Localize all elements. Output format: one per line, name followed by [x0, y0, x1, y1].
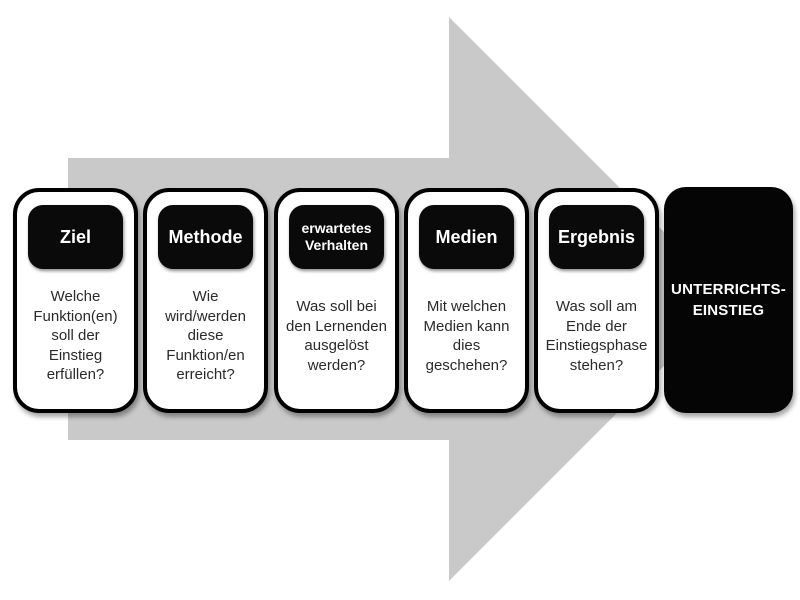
card-title-badge-medien: Medien [419, 205, 514, 269]
stage-card-methode: Methode Wie wird/werden diese Funktion/e… [143, 188, 268, 413]
card-title-badge-ziel: Ziel [28, 205, 123, 269]
card-title: Ergebnis [557, 227, 636, 247]
result-card-title: UNTERRICHTS- EINSTIEG [671, 281, 786, 319]
card-title: Methode [168, 227, 243, 247]
card-question-ergebnis: Was soll am Ende der Einstiegsphase steh… [545, 298, 648, 374]
result-card-unterrichtseinstieg: UNTERRICHTS- EINSTIEG [664, 187, 793, 413]
card-question-methode: Wie wird/werden diese Funktion/en erreic… [165, 288, 246, 384]
stage-card-erwartetes-verhalten: erwartetes Verhalten Was soll bei den Le… [274, 188, 399, 413]
card-title-badge-ergebnis: Ergebnis [549, 205, 644, 269]
card-question-ziel: Welche Funktion(en) soll der Einstieg er… [33, 288, 118, 384]
card-title-badge-erwartetes-verhalten: erwartetes Verhalten [289, 205, 384, 269]
stage-card-ziel: Ziel Welche Funktion(en) soll der Einsti… [13, 188, 138, 413]
card-title: Medien [435, 227, 498, 247]
stage-card-ergebnis: Ergebnis Was soll am Ende der Einstiegsp… [534, 188, 659, 413]
card-title: Ziel [59, 227, 91, 247]
card-title: erwartetes Verhalten [301, 220, 372, 253]
process-arrow-shape [68, 17, 731, 581]
card-question-erwartetes-verhalten: Was soll bei den Lernenden ausgelöst wer… [286, 298, 387, 374]
stage-card-medien: Medien Mit welchen Medien kann dies gesc… [404, 188, 529, 413]
card-question-medien: Mit welchen Medien kann dies geschehen? [423, 298, 510, 374]
card-title-badge-methode: Methode [158, 205, 253, 269]
